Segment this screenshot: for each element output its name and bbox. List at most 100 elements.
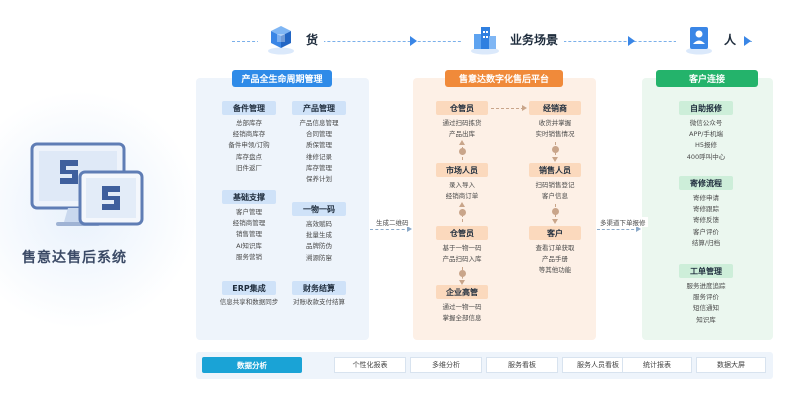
list-item: 批量生成 [284, 230, 354, 241]
system-title: 售意达售后系统 [22, 247, 127, 267]
edge-arrowhead [459, 140, 465, 145]
edge-dot [459, 270, 466, 277]
node-marketing-desc: 录入导入 经销商订单 [428, 180, 496, 202]
edge-arrowhead [552, 157, 558, 162]
list-item: 寄修申请 [671, 193, 741, 204]
edge-label-generate-qr: 生成二维码 [374, 217, 411, 227]
list-item: 录入导入 [428, 180, 496, 191]
edge-line-mid-right [597, 229, 639, 230]
section-finance: 财务结算 [292, 281, 346, 295]
node-warehouse-top-desc: 通过扫码拣货 产品出库 [428, 118, 496, 140]
section-self-repair: 自助报修 [679, 101, 733, 115]
node-executive: 企业高管 [436, 285, 488, 299]
top-flow-arrowhead-right [628, 36, 635, 46]
list-item: 寄修反馈 [671, 215, 741, 226]
node-dealer-desc: 收货并掌握 实时销售情况 [521, 118, 589, 140]
node-customer-desc: 查看订单获取 产品手册 等其他功能 [519, 243, 591, 277]
finance-list: 对账收款支付结算 [280, 297, 358, 308]
list-item: 质保管理 [284, 140, 354, 151]
list-item: 经销商订单 [428, 191, 496, 202]
list-item: 库存盘点 [214, 152, 284, 163]
list-item: 销售管理 [214, 229, 284, 240]
list-item: 对账收款支付结算 [280, 297, 358, 308]
list-item: 结算/归档 [671, 238, 741, 249]
list-item: 等其他功能 [519, 265, 591, 276]
work-order-list: 服务进度追踪 服务评价 短信通知 知识库 [671, 281, 741, 326]
list-item: 经销商库存 [214, 129, 284, 140]
customer-header: 客户连接 [656, 70, 758, 87]
header-scene-label: 业务场景 [510, 31, 558, 48]
node-customer: 客户 [529, 226, 581, 240]
list-item: 合同管理 [284, 129, 354, 140]
analysis-item-multidim: 多维分析 [410, 357, 482, 373]
header-people-label: 人 [724, 31, 736, 48]
edge-arrowhead [522, 105, 527, 111]
top-flow-arrowhead-mid [410, 36, 417, 46]
list-item: 微信公众号 [671, 118, 741, 129]
edge-arrowhead [459, 202, 465, 207]
header-scene: 业务场景 [462, 22, 564, 56]
list-item: 实时销售情况 [521, 129, 589, 140]
list-item: 维修记录 [284, 152, 354, 163]
list-item: 收货并掌握 [521, 118, 589, 129]
list-item: 保养计划 [284, 174, 354, 185]
analysis-item-data-screen: 数据大屏 [696, 357, 766, 373]
edge-dot [552, 208, 559, 215]
list-item: 服务营销 [214, 252, 284, 263]
section-erp: ERP集成 [222, 281, 276, 295]
edge-label-multichannel: 多渠道下单报修 [598, 217, 648, 227]
self-repair-list: 微信公众号 APP/手机端 H5报修 400呼叫中心 [671, 118, 741, 163]
monitor-logo-icon [28, 142, 158, 246]
list-item: 掌握全部信息 [428, 313, 496, 324]
list-item: 服务进度追踪 [671, 281, 741, 292]
mail-repair-list: 寄修申请 寄修跟踪 寄修反馈 客户评价 结算/归档 [671, 193, 741, 249]
one-code-list: 高效赋码 批量生成 品牌防伪 溯源防窜 [284, 219, 354, 264]
platform-header: 售意达数字化售后平台 [445, 70, 563, 87]
list-item: 基于一物一码 [428, 243, 496, 254]
edge-arrowhead [552, 219, 558, 224]
section-work-order: 工单管理 [679, 264, 733, 278]
basic-support-list: 客户管理 经销商管理 销售管理 AI知识库 服务营销 [214, 207, 284, 263]
list-item: 短信通知 [671, 303, 741, 314]
list-item: 库存管理 [284, 163, 354, 174]
section-mail-repair: 寄修流程 [679, 176, 733, 190]
spare-parts-list: 总部库存 经销商库存 备件申领/订购 库存盘点 旧件返厂 [214, 118, 284, 174]
edge-dot [552, 146, 559, 153]
node-warehouse-top: 仓管员 [436, 101, 488, 115]
list-item: 产品出库 [428, 129, 496, 140]
list-item: 总部库存 [214, 118, 284, 129]
list-item: 经销商管理 [214, 218, 284, 229]
list-item: 扫码销售登记 [521, 180, 589, 191]
node-executive-desc: 通过一物一码 掌握全部信息 [428, 302, 496, 324]
edge-dot [459, 148, 466, 155]
top-flow-arrowhead [744, 36, 751, 46]
lifecycle-header: 产品全生命周期管理 [232, 70, 332, 87]
list-item: 客户信息 [521, 191, 589, 202]
header-people: 人 [676, 22, 742, 56]
edge-warehouse-dealer [491, 108, 524, 109]
edge-line-left-mid [370, 229, 410, 230]
header-goods-label: 货 [306, 31, 318, 48]
list-item: 旧件返厂 [214, 163, 284, 174]
list-item: 通过扫码拣货 [428, 118, 496, 129]
analysis-item-custom-report: 个性化报表 [334, 357, 406, 373]
edge-dot [459, 209, 466, 216]
product-mgmt-list: 产品信息管理 合同管理 质保管理 维修记录 库存管理 保养计划 [284, 118, 354, 185]
list-item: 产品扫码入库 [428, 254, 496, 265]
list-item: 产品信息管理 [284, 118, 354, 129]
section-one-code: 一物一码 [292, 202, 346, 216]
data-analysis-title: 数据分析 [202, 357, 302, 373]
list-item: 服务评价 [671, 292, 741, 303]
list-item: 品牌防伪 [284, 241, 354, 252]
person-card-icon [682, 22, 716, 56]
node-sales-desc: 扫码销售登记 客户信息 [521, 180, 589, 202]
list-item: 查看订单获取 [519, 243, 591, 254]
list-item: 客户管理 [214, 207, 284, 218]
list-item: 备件申领/订购 [214, 140, 284, 151]
list-item: 通过一物一码 [428, 302, 496, 313]
list-item: 400呼叫中心 [671, 152, 741, 163]
list-item: 客户评价 [671, 227, 741, 238]
list-item: 产品手册 [519, 254, 591, 265]
list-item: 寄修跟踪 [671, 204, 741, 215]
list-item: APP/手机端 [671, 129, 741, 140]
